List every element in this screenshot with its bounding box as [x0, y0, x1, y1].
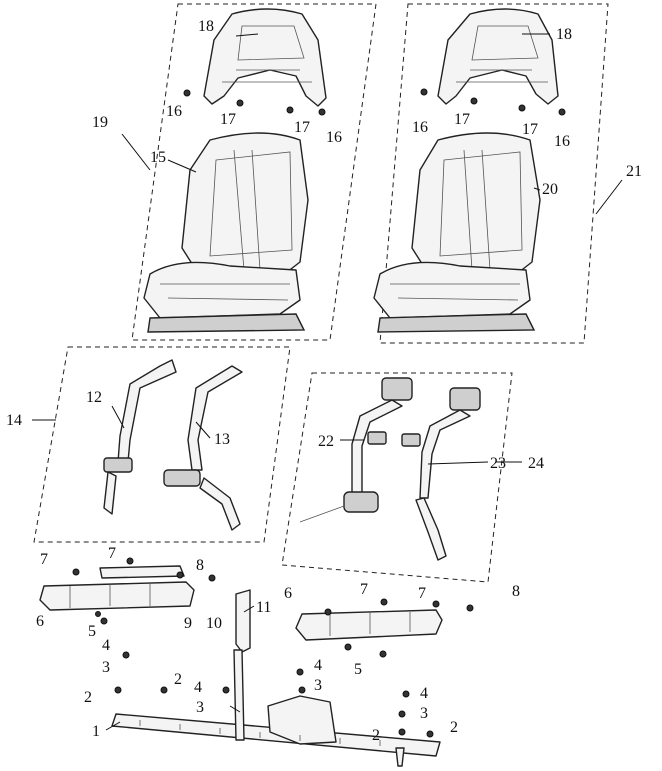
callout-6a: 6 [36, 613, 44, 630]
right-seat-body [373, 132, 541, 333]
callout-5a: 5 [88, 623, 96, 640]
callout-8b: 8 [512, 583, 520, 600]
callout-17d: 17 [522, 121, 538, 138]
left-belt-group-frame [33, 346, 291, 543]
callout-16b: 16 [326, 129, 342, 146]
callout-2d: 2 [450, 719, 458, 736]
left-headrest-shell [203, 8, 327, 107]
callout-2c: 2 [372, 727, 380, 744]
left-seat-group-frame [131, 3, 377, 341]
callout-24: 24 [528, 455, 544, 472]
callout-7c: 7 [360, 581, 368, 598]
callout-16d: 16 [554, 133, 570, 150]
callout-4a: 4 [102, 637, 110, 654]
callout-10: 10 [206, 615, 222, 632]
callout-15: 15 [150, 149, 166, 166]
callout-7b: 7 [108, 545, 116, 562]
callout-labels: 1 2 2 2 2 3 3 3 3 4 4 4 4 5 5 6 6 7 7 7 … [6, 18, 642, 744]
right-mounting-frame [295, 609, 443, 641]
callout-9: 9 [184, 615, 192, 632]
callout-5b: 5 [354, 661, 362, 678]
left-seat-body [143, 132, 309, 333]
callout-17c: 17 [454, 111, 470, 128]
callout-13: 13 [214, 431, 230, 448]
callout-3c: 3 [314, 677, 322, 694]
left-mounting-frame [39, 565, 195, 611]
callout-4c: 4 [314, 657, 322, 674]
base-frame [111, 649, 441, 767]
callout-3d: 3 [420, 705, 428, 722]
callout-17a: 17 [220, 111, 236, 128]
callout-12: 12 [86, 389, 102, 406]
callout-3a: 3 [102, 659, 110, 676]
callout-7a: 7 [40, 551, 48, 568]
callout-21: 21 [626, 163, 642, 180]
callout-22: 22 [318, 433, 334, 450]
fasteners [72, 88, 566, 738]
callout-3b: 3 [196, 699, 204, 716]
callout-14: 14 [6, 412, 22, 429]
callout-17b: 17 [294, 119, 310, 136]
callout-8a: 8 [196, 557, 204, 574]
callout-20: 20 [542, 181, 558, 198]
left-belt-13 [163, 365, 243, 531]
callout-7d: 7 [418, 585, 426, 602]
left-belt-12 [103, 359, 177, 515]
callout-23: 23 [490, 455, 506, 472]
callout-18b: 18 [556, 26, 572, 43]
callout-4d: 4 [420, 685, 428, 702]
callout-18a: 18 [198, 18, 214, 35]
callout-19: 19 [92, 114, 108, 131]
right-belt-22 [299, 377, 413, 523]
callout-2b: 2 [174, 671, 182, 688]
callout-6b: 6 [284, 585, 292, 602]
callout-16c: 16 [412, 119, 428, 136]
callout-16a: 16 [166, 103, 182, 120]
right-seat-group-frame [379, 3, 609, 344]
bracket-11 [235, 589, 251, 653]
callout-11: 11 [256, 599, 271, 616]
right-belt-23 [401, 387, 481, 561]
callout-1: 1 [92, 723, 100, 740]
right-headrest-shell [437, 8, 559, 105]
callout-4b: 4 [194, 679, 202, 696]
callout-2a: 2 [84, 689, 92, 706]
leader-lines [32, 33, 623, 731]
